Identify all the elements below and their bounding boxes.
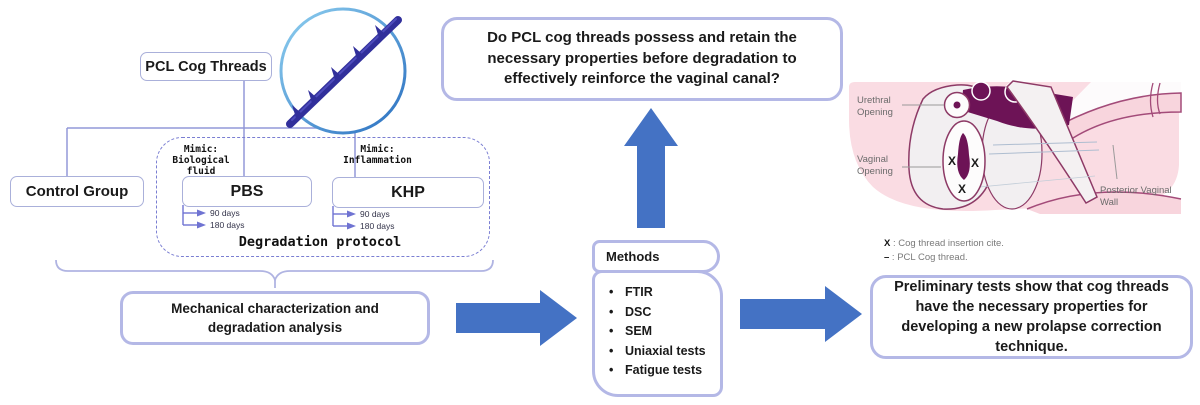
mimic-bio-line1: Mimic: (183, 144, 219, 155)
degradation-protocol-caption: Degradation protocol (238, 234, 402, 250)
insertion-marker-x-right: X (971, 156, 979, 170)
vaginal-canal-teardrop (957, 133, 970, 180)
anatomy-pointer-lines (902, 104, 1118, 180)
mimic-inflammation-label: Mimic: Inflammation (330, 144, 425, 166)
mimic-inf-line1: Mimic: (360, 144, 395, 155)
arrow-right-to-conclusion (740, 286, 862, 342)
pcl-cog-threads-label: PCL Cog Threads (145, 58, 267, 75)
pbs-box: PBS (182, 176, 312, 207)
insertion-marker-x-left: X (948, 154, 956, 168)
research-question-label: Do PCL cog threads possess and retain th… (487, 29, 797, 88)
pbs-180-days-label: 180 days (210, 220, 245, 230)
posterior-vaginal-wall-label: Posterior Vaginal Wall (1100, 185, 1172, 208)
khp-box: KHP (332, 177, 484, 208)
methods-item-sem: SEM (609, 322, 720, 342)
pbs-duration-connector (182, 205, 197, 226)
vaginal-opening-label: Vaginal Opening (857, 154, 893, 177)
mimic-biological-fluid-label: Mimic: Biological fluid (156, 144, 246, 177)
insertion-markers: X X X (948, 154, 979, 196)
pcl-thread-lines (968, 141, 1100, 189)
methods-item-uniaxial: Uniaxial tests (609, 342, 720, 362)
mimic-bio-line2: Biological fluid (172, 155, 230, 177)
research-question-box: Do PCL cog threads possess and retain th… (441, 17, 843, 101)
legend-dash-symbol: – (884, 252, 890, 263)
legend-x-symbol: X (884, 238, 891, 249)
mechanical-characterization-box: Mechanical characterization and degradat… (120, 291, 430, 345)
legend-insertion-text: : Cog thread insertion cite. (890, 238, 1004, 249)
legend-thread-text: : PCL Cog thread. (889, 252, 968, 263)
arrow-up-to-question (624, 108, 678, 228)
pcl-cog-threads-box: PCL Cog Threads (140, 52, 272, 81)
methods-list: FTIR DSC SEM Uniaxial tests Fatigue test… (595, 283, 720, 381)
methods-item-dsc: DSC (609, 303, 720, 323)
khp-90-days-label: 90 days (360, 209, 390, 219)
methods-body-box: FTIR DSC SEM Uniaxial tests Fatigue test… (592, 270, 723, 397)
insertion-marker-x-bottom: X (958, 182, 966, 196)
methods-item-fatigue: Fatigue tests (609, 361, 720, 381)
pbs-label: PBS (230, 182, 264, 200)
legend-row-insertion: X : Cog thread insertion cite. (884, 238, 1004, 249)
arrow-right-to-methods (456, 290, 577, 346)
anatomy-illustration: X X X (849, 80, 1182, 214)
mechanical-characterization-label: Mechanical characterization and degradat… (171, 301, 379, 335)
methods-item-ftir: FTIR (609, 283, 720, 303)
conclusion-box: Preliminary tests show that cog threads … (870, 275, 1193, 359)
mimic-inf-line2: Inflammation (343, 155, 412, 166)
methods-title: Methods (606, 249, 660, 264)
summary-brace (55, 259, 494, 283)
degradation-protocol-dashed-box (156, 137, 490, 257)
control-group-label: Control Group (25, 183, 129, 200)
anatomy-fold-lines (1149, 82, 1161, 118)
legend-row-thread: – : PCL Cog thread. (884, 252, 968, 263)
methods-header-box: Methods (592, 240, 720, 273)
pbs-90-days-label: 90 days (210, 208, 240, 218)
control-group-box: Control Group (10, 176, 144, 207)
urethral-opening-label: Urethral Opening (857, 95, 893, 118)
khp-duration-connector (332, 206, 347, 227)
khp-label: KHP (391, 183, 425, 201)
urethral-opening-dot (953, 101, 961, 109)
khp-duration-arrowheads (347, 210, 356, 230)
conclusion-label: Preliminary tests show that cog threads … (894, 279, 1169, 355)
khp-180-days-label: 180 days (360, 221, 395, 231)
pbs-duration-arrowheads (197, 209, 206, 229)
anatomy-lower-hill-outline (1026, 191, 1182, 210)
anatomy-dark-blob-1 (971, 81, 991, 101)
